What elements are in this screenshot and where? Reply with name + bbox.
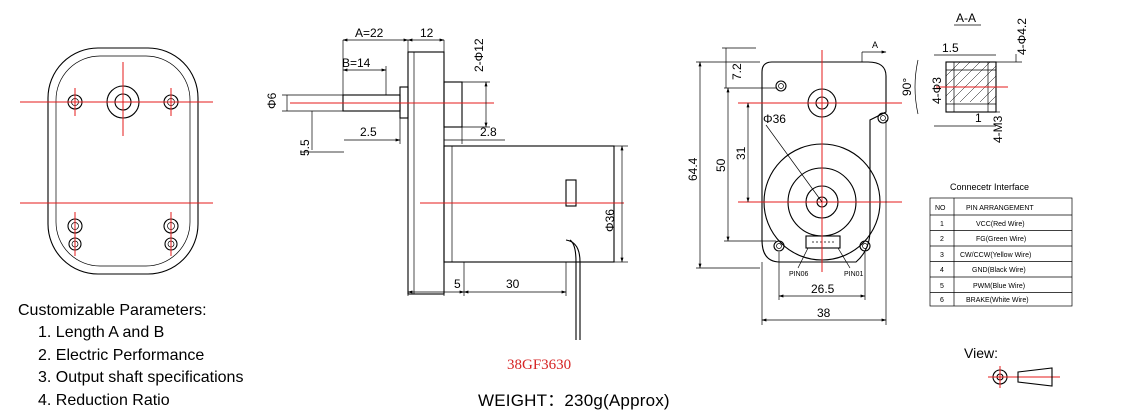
pin-right-label: PIN01 [844, 271, 864, 278]
row-3-no: 3 [940, 252, 944, 259]
dim-1-5-label: 1.5 [942, 41, 959, 55]
pin-left-label: PIN06 [789, 271, 809, 278]
row-3-pin: CW/CCW(Yellow Wire) [960, 252, 1031, 259]
parameter-item: 3. Output shaft specifications [18, 367, 243, 390]
dim-31-label: 31 [734, 146, 748, 160]
rear-view: 64.4 7.2 50 31 Φ36 PIN06 PIN01 26.5 38 [686, 40, 902, 325]
row-2-pin: FG(Green Wire) [976, 236, 1026, 243]
dim-38-label: 38 [817, 306, 831, 320]
side-gearbox [408, 52, 444, 294]
header-pin: PIN ARRANGEMENT [966, 205, 1034, 212]
customizable-parameters: Customizable Parameters: 1. Length A and… [18, 300, 243, 412]
row-2-no: 2 [940, 236, 944, 243]
dim-50-label: 50 [714, 158, 728, 172]
dim-5-label: 5 [454, 277, 461, 291]
side-view: A=22 12 B=14 2-Φ12 Φ6 5.5 2.5 2.8 Φ36 [265, 26, 628, 340]
dim-4-3-label: 4-Φ3 [930, 77, 944, 104]
dim-motor-dia-label: Φ36 [603, 209, 617, 232]
dim-12-label: 12 [420, 26, 434, 40]
dim-7-2-label: 7.2 [730, 63, 744, 80]
parameter-item: 4. Reduction Ratio [18, 390, 243, 412]
parameter-item: 2. Electric Performance [18, 345, 243, 368]
dim-90-label: 90° [900, 78, 914, 96]
dim-5-5-label: 5.5 [298, 139, 312, 156]
front-view [20, 48, 213, 274]
connector-table: Connecetr Interface NO PIN ARRANGEMENT 1… [930, 182, 1072, 306]
section-title: A-A [956, 11, 976, 25]
row-1-pin: VCC(Red Wire) [976, 221, 1025, 228]
row-5-no: 5 [940, 283, 944, 290]
view-label: View: [964, 345, 998, 361]
dim-1-label: 1 [975, 111, 982, 125]
row-6-no: 6 [940, 297, 944, 304]
connector-title: Connecetr Interface [950, 182, 1029, 192]
section-mark-label: A [872, 40, 878, 50]
dim-2-12-label: 2-Φ12 [472, 38, 486, 72]
dim-4-4-2-label: 4-Φ4.2 [1015, 18, 1029, 55]
dim-26-5-label: 26.5 [811, 282, 835, 296]
dim-2-5-label: 2.5 [360, 125, 377, 139]
row-1-no: 1 [940, 221, 944, 228]
dim-64-4-label: 64.4 [686, 157, 700, 181]
row-4-no: 4 [940, 267, 944, 274]
dim-30-label: 30 [506, 277, 520, 291]
dim-a-label: A=22 [355, 26, 384, 40]
dim-rear-dia-label: Φ36 [763, 112, 786, 126]
weight-label: WEIGHT：230g(Approx) [478, 386, 670, 411]
row-4-pin: GND(Black Wire) [972, 267, 1026, 274]
view-symbol [988, 366, 1060, 388]
row-6-pin: BRAKE(White Wire) [966, 297, 1029, 304]
row-5-pin: PWM(Blue Wire) [973, 283, 1025, 290]
rear-connector [806, 236, 840, 248]
dim-b-label: B=14 [342, 56, 371, 70]
dim-m3-label: 4-M3 [991, 115, 1005, 143]
header-no: NO [935, 205, 946, 212]
parameter-item: 1. Length A and B [18, 322, 243, 345]
section-view: A-A 4-Φ4.2 1.5 90° 4-Φ3 1 4-M3 [900, 11, 1029, 143]
dim-shaft-label: Φ6 [265, 92, 279, 109]
dim-2-8-label: 2.8 [480, 125, 497, 139]
parameters-title: Customizable Parameters: [18, 300, 243, 322]
side-motor-body [444, 146, 614, 262]
model-number: 38GF3630 [507, 357, 571, 374]
